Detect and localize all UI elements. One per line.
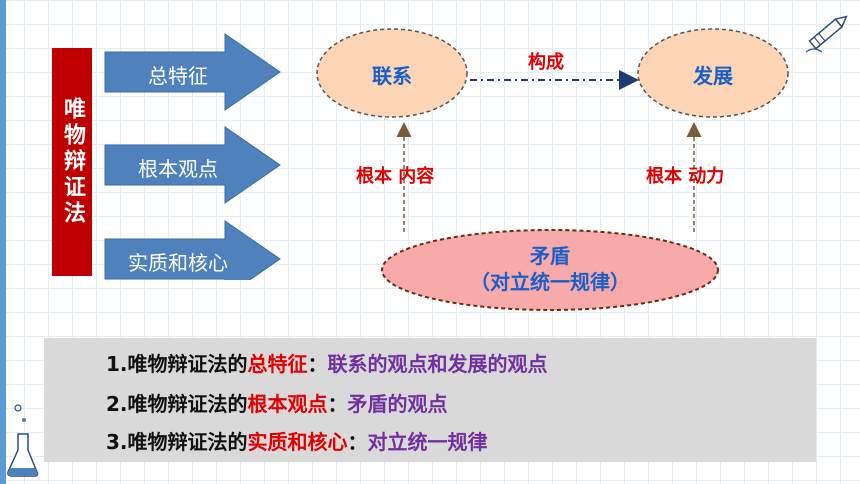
summary-2-prefix: 2.唯物辩证法的	[106, 392, 248, 416]
summary-3-sep: ：	[347, 430, 368, 454]
summary-1-prefix: 1.唯物辩证法的	[106, 352, 248, 376]
relation-diagram	[316, 28, 789, 311]
arrow-label-fundamental: 根本观点	[138, 157, 218, 181]
node-development-label: 发展	[693, 64, 733, 88]
dialectics-label-text: 唯物辩证法	[60, 97, 85, 227]
link-relation-label: 根本 内容	[356, 166, 435, 187]
node-link	[316, 28, 468, 118]
core-line2: （对立统一规律）	[470, 270, 630, 294]
summary-2-key: 根本观点	[247, 392, 328, 416]
arrow-shape-fundamental	[104, 126, 281, 204]
summary-3-prefix: 3.唯物辩证法的	[106, 430, 248, 454]
summary-line-1: 1.唯物辩证法的总特征：联系的观点和发展的观点	[106, 348, 548, 377]
summary-line-3: 3.唯物辩证法的实质和核心：对立统一规律	[106, 426, 488, 455]
core-label: 矛盾 （对立统一规律）	[400, 243, 700, 295]
node-contradiction	[381, 229, 719, 311]
flask-icon	[7, 404, 39, 477]
left-accent-bar	[0, 0, 6, 484]
dialectics-label: 唯物辩证法	[52, 48, 92, 276]
arrow-shape-general	[104, 33, 281, 111]
summary-1-value: 联系的观点和发展的观点	[327, 352, 548, 376]
dev-relation-label: 根本 动力	[646, 166, 725, 187]
arrow-label-general: 总特征	[148, 64, 208, 88]
summary-line-2: 2.唯物辩证法的根本观点：矛盾的观点	[106, 388, 448, 417]
summary-panel: 1.唯物辩证法的总特征：联系的观点和发展的观点 2.唯物辩证法的根本观点：矛盾的…	[44, 338, 816, 462]
arrow-shape-core	[104, 220, 281, 280]
summary-2-sep: ：	[327, 392, 348, 416]
summary-3-value: 对立统一规律	[367, 430, 488, 454]
summary-3-key: 实质和核心	[247, 430, 348, 454]
arrow-label-core: 实质和核心	[128, 251, 228, 275]
constitute-label: 构成	[528, 52, 564, 73]
core-line1: 矛盾	[530, 244, 570, 268]
summary-1-sep: ：	[307, 352, 328, 376]
arrows-group	[104, 33, 281, 280]
summary-2-value: 矛盾的观点	[347, 392, 448, 416]
pencil-icon	[805, 15, 848, 53]
summary-1-key: 总特征	[247, 352, 308, 376]
node-link-label: 联系	[372, 64, 412, 88]
